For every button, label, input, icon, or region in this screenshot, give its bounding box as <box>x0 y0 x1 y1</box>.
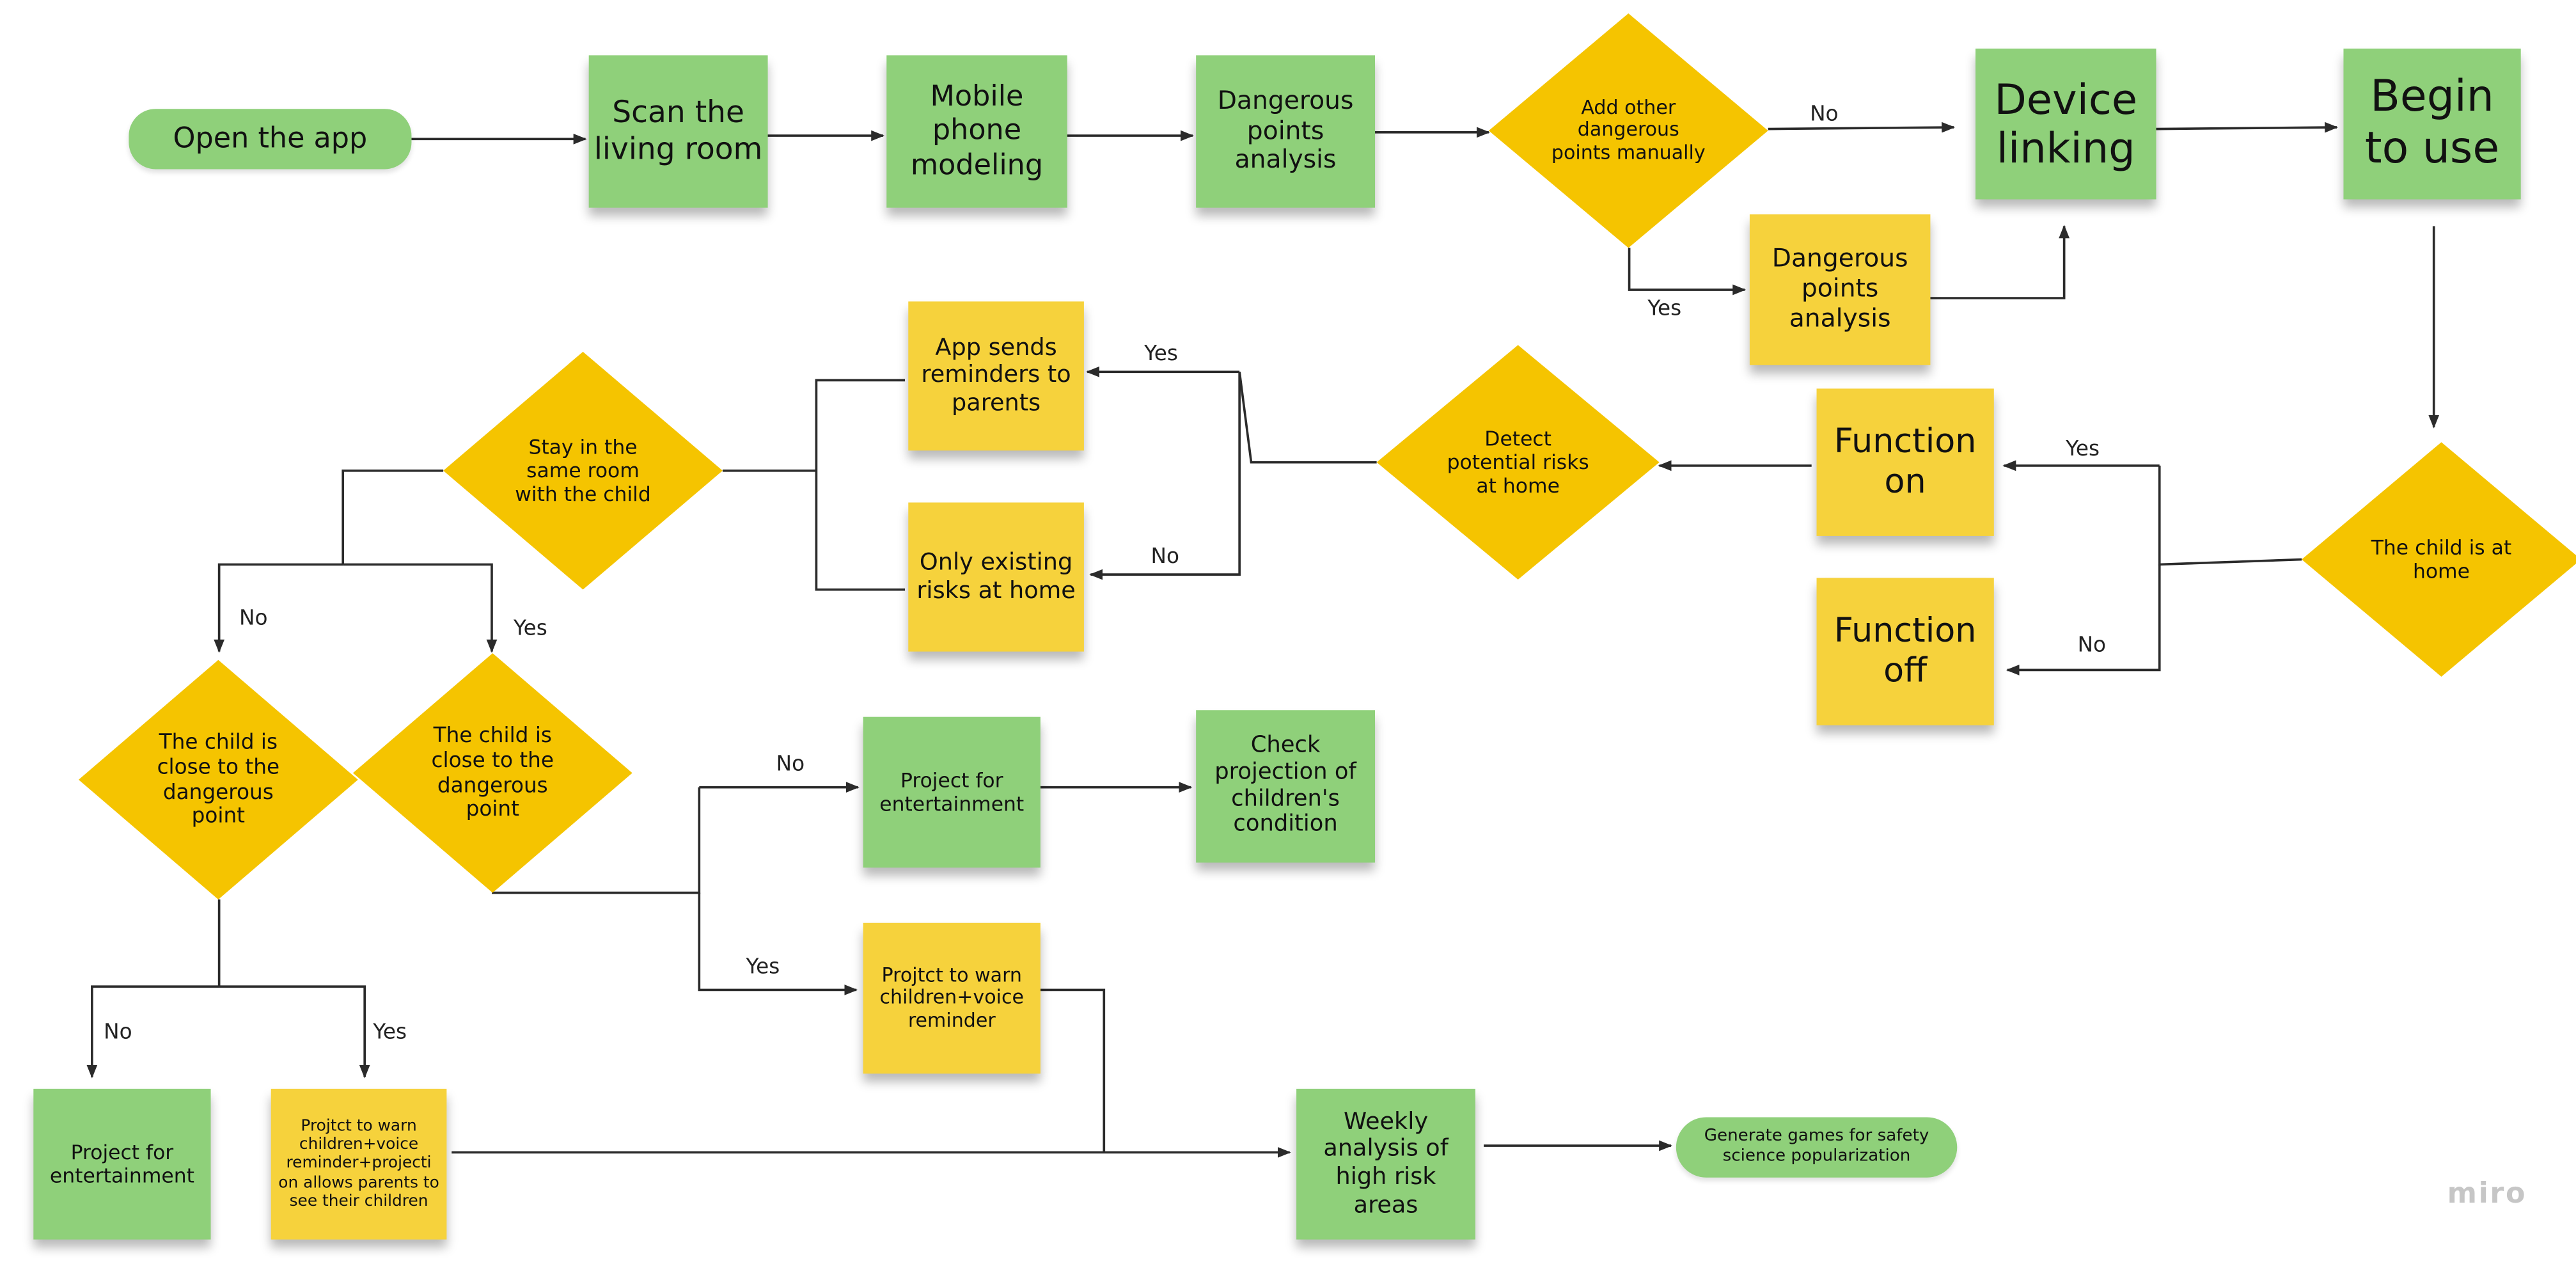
dangerous-analysis-2-node[interactable]: Dangerous points analysis <box>1749 214 1931 365</box>
edge-label-room-no: No <box>239 605 268 630</box>
close-left-label: The child is close to the dangerous poin… <box>157 729 280 828</box>
edge-detect-no-to-existing <box>1089 372 1241 580</box>
child-at-home-decision[interactable]: The child is at home <box>2302 442 2576 677</box>
weekly-analysis-node[interactable]: Weekly analysis of high risk areas <box>1296 1088 1475 1240</box>
project-ent-bottom-node[interactable]: Project for entertainment <box>33 1088 211 1240</box>
child-at-home-diamond-shape <box>2302 442 2576 677</box>
add-manual-label: Add other dangerous points manually <box>1551 95 1706 164</box>
close-right-diamond-shape <box>352 653 632 893</box>
scan-room-node[interactable]: Scan the living room <box>588 55 768 208</box>
same-room-label: Stay in the same room with the child <box>515 435 651 506</box>
mobile-modeling-node[interactable]: Mobile phone modeling <box>886 55 1067 208</box>
project-warn-parents-node[interactable]: Projtct to warn children+voice reminder+… <box>271 1088 447 1240</box>
edge-label-left-yes: Yes <box>373 1018 407 1044</box>
edge-room-no <box>214 563 343 653</box>
project-warn-node[interactable]: Projtct to warn children+voice reminder <box>863 922 1041 1074</box>
edge-manual-no-to-linking <box>1768 122 1956 133</box>
edge-label-home-yes: Yes <box>2066 435 2100 461</box>
detect-risks-diamond-shape <box>1376 345 1660 580</box>
begin-use-node[interactable]: Begin to use <box>2343 48 2521 200</box>
check-projection-node[interactable]: Check projection of children's condition <box>1196 710 1376 863</box>
device-linking-node[interactable]: Device linking <box>1975 48 2156 200</box>
add-manual-diamond-shape <box>1488 13 1768 248</box>
detect-risks-decision[interactable]: Detect potential risks at home <box>1376 345 1660 580</box>
edge-label-room-yes: Yes <box>513 614 547 640</box>
edge-right-yes-to-warn <box>698 892 858 995</box>
close-right-decision[interactable]: The child is close to the dangerous poin… <box>352 653 632 893</box>
edge-label-manual-no: No <box>1810 100 1839 126</box>
only-existing-node[interactable]: Only existing risks at home <box>908 502 1084 652</box>
edge-warn-to-weekly <box>1040 988 1106 1153</box>
edge-home-no-to-off <box>2006 564 2161 676</box>
same-room-diamond-shape <box>443 351 723 590</box>
edge-reminders-to-room <box>815 379 906 591</box>
edge-label-detect-no: No <box>1151 542 1179 568</box>
edge-label-home-no: No <box>2077 631 2107 657</box>
app-reminders-node[interactable]: App sends reminders to parents <box>908 301 1084 451</box>
edge-home-branch <box>2158 465 2302 566</box>
open-app-node[interactable]: Open the app <box>129 109 412 170</box>
close-left-diamond-shape <box>78 660 358 900</box>
generate-games-node[interactable]: Generate games for safety science popula… <box>1676 1117 1958 1178</box>
child-at-home-label: The child is at home <box>2371 535 2512 583</box>
detect-risks-label: Detect potential risks at home <box>1447 427 1589 498</box>
edge-label-manual-yes: Yes <box>1647 294 1682 320</box>
project-ent-top-node[interactable]: Project for entertainment <box>863 716 1041 868</box>
miro-watermark: miro <box>2447 1177 2527 1212</box>
edge-left-yes <box>219 985 370 1079</box>
edge-room-branch <box>342 469 444 565</box>
add-manual-decision[interactable]: Add other dangerous points manually <box>1488 13 1768 248</box>
edge-left-no <box>86 985 219 1079</box>
function-on-node[interactable]: Function on <box>1816 388 1994 536</box>
edge-label-left-no: No <box>104 1018 132 1044</box>
close-left-decision[interactable]: The child is close to the dangerous poin… <box>78 660 358 900</box>
edge-label-right-yes: Yes <box>746 953 780 979</box>
edge-manual-yes-to-analysis2 <box>1628 248 1747 296</box>
edge-detect-branch <box>1238 372 1377 464</box>
edge-analysis2-to-linking <box>1930 225 2070 299</box>
dangerous-analysis-1-node[interactable]: Dangerous points analysis <box>1196 55 1376 208</box>
close-right-label: The child is close to the dangerous poin… <box>431 722 554 821</box>
edge-room-yes <box>343 563 498 653</box>
edge-linking-to-begin <box>2156 122 2339 133</box>
edge-label-right-no: No <box>776 750 805 776</box>
same-room-decision[interactable]: Stay in the same room with the child <box>443 351 723 590</box>
edge-label-detect-yes: Yes <box>1144 340 1178 365</box>
function-off-node[interactable]: Function off <box>1816 578 1994 725</box>
